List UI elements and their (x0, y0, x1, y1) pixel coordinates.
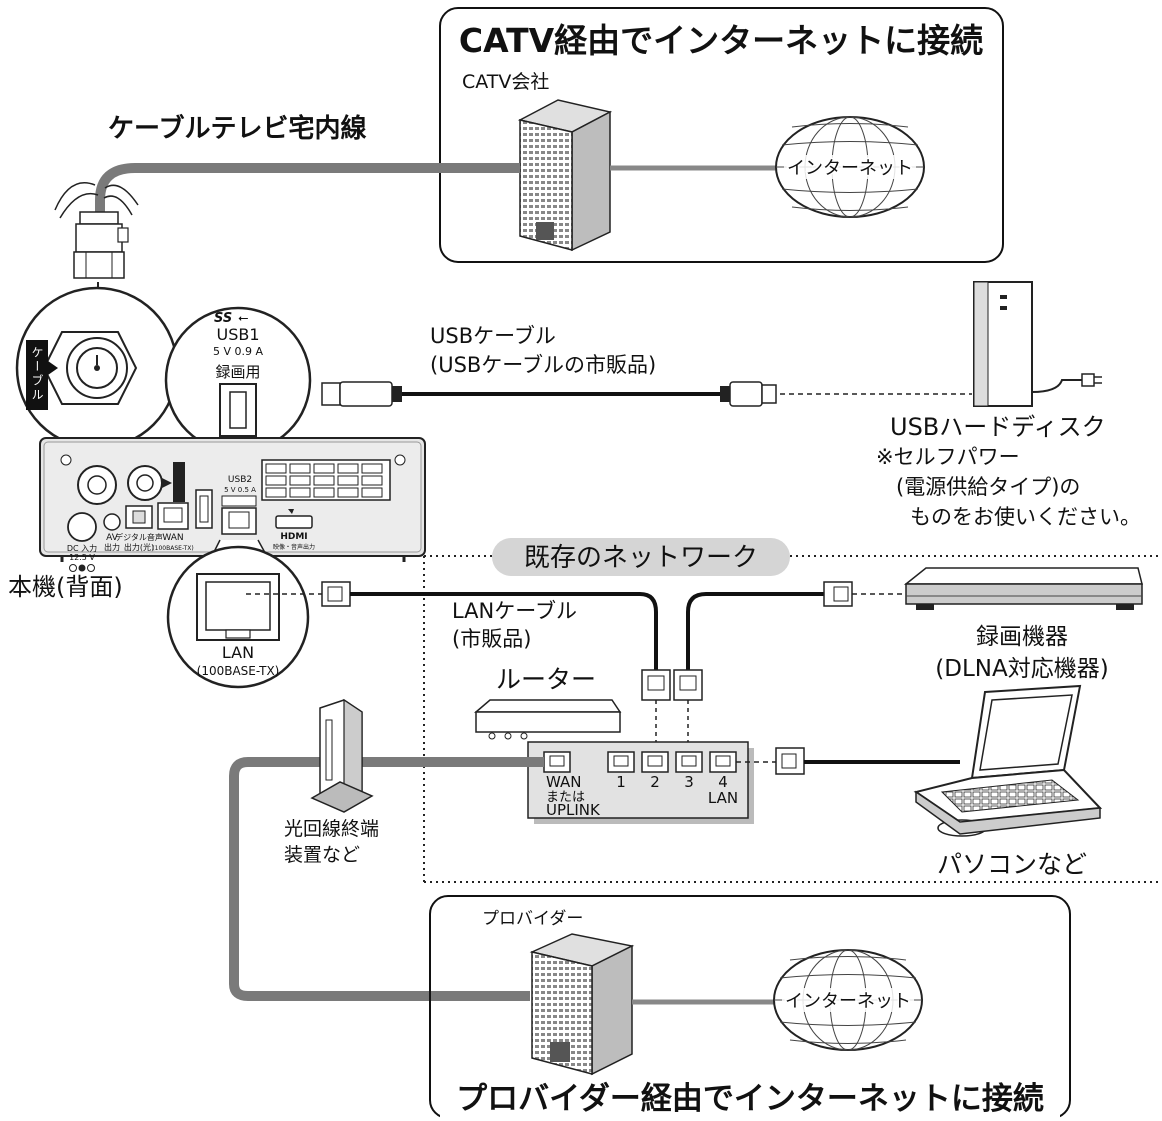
usb1-purpose: 録画用 (215, 363, 260, 381)
onu-label-1: 光回線終端 (284, 818, 379, 840)
hdmi-sub: 映像・音声出力 (273, 543, 315, 551)
router-port-2: 2 (650, 773, 660, 791)
unit-rear-panel: DC 入力 12.5 V AV 出力 デジタル音声 出力(光) WAN (100… (39, 437, 426, 572)
provider-server-building-icon (529, 933, 635, 1076)
rj45-plug-icon (321, 581, 351, 607)
cable-tv-label: ケーブルテレビ宅内線 (108, 113, 366, 144)
catv-title: CATV経由でインターネットに接続 (459, 21, 983, 60)
provider-company-label: プロバイダー (482, 909, 583, 929)
usb1-logo: SS (214, 311, 232, 326)
hdd-note-3: ものをお使いください。 (910, 505, 1141, 529)
pc-lan-cable (736, 747, 960, 775)
fiber-line (229, 757, 544, 1001)
router-wan-or: または (546, 790, 585, 805)
f-connector-icon (73, 211, 129, 279)
av-output-label: AV (106, 533, 119, 543)
cable-port-zoom: ケーブル (15, 286, 179, 479)
lan-port-label: LAN (222, 643, 254, 662)
catv-company-label: CATV会社 (462, 71, 549, 93)
existing-network-area: 既存のネットワーク (423, 538, 1162, 883)
hdd-note-2: (電源供給タイプ)の (896, 475, 1080, 499)
hdd-name: USBハードディスク (890, 413, 1106, 441)
router-uplink-label: UPLINK (546, 801, 601, 819)
lan-cables: LANケーブル (市販品) (246, 581, 906, 752)
router-wan-label: WAN (546, 773, 582, 791)
onu-device-icon (310, 698, 374, 813)
lan-port-zoom: LAN (100BASE-TX) (166, 539, 310, 689)
usb-cable: USBケーブル (USBケーブルの市販品) (321, 324, 972, 407)
existing-network-label: 既存のネットワーク (524, 543, 758, 573)
rj45-plug-icon (775, 747, 805, 775)
usb-cable-label-2: (USBケーブルの市販品) (430, 353, 656, 377)
catv-server-building-icon (517, 99, 613, 252)
av-output-sub: 出力 (104, 542, 120, 552)
lan-port-sub: (100BASE-TX) (197, 664, 280, 678)
hdd-note-1: ※セルフパワー (876, 445, 1020, 469)
catv-internet-globe-icon: インターネット (775, 116, 925, 218)
recorder-label-2: (DLNA対応機器) (935, 656, 1108, 682)
router-port-4: 4 (718, 773, 728, 791)
usb-cable-label-1: USBケーブル (430, 324, 556, 348)
router-icon (473, 699, 622, 740)
usb1-power: 5 V 0.9 A (213, 345, 264, 358)
provider-section: プロバイダー インターネット プロバイダー経由でインターネットに接続 (429, 895, 1071, 1120)
wan-port-sub: (100BASE-TX) (152, 545, 193, 552)
usb-b-plug-icon (720, 381, 777, 407)
cable-tv-line: ケーブルテレビ宅内線 (54, 113, 520, 330)
recorder-icon (903, 567, 1143, 610)
digital-audio-sub: 出力(光) (124, 542, 154, 552)
usb-a-plug-icon (321, 381, 402, 407)
laptop-icon (913, 684, 1103, 837)
digital-audio-label: デジタル音声 (115, 532, 163, 542)
router-port-3: 3 (684, 773, 694, 791)
wan-port-label: WAN (162, 533, 183, 543)
provider-title: プロバイダー経由でインターネットに接続 (456, 1081, 1044, 1117)
router-port-panel: WAN または UPLINK 1 2 3 4 LAN (527, 741, 754, 824)
onu-label-2: 装置など (284, 844, 360, 866)
usb-symbol-icon: ⭠ (238, 311, 248, 326)
usb1-name: USB1 (216, 325, 259, 344)
vent-grid (261, 459, 391, 501)
pc-label: パソコンなど (937, 850, 1087, 879)
usb2-power: 5 V 0.5 A (224, 486, 256, 494)
router-label: ルーター (496, 665, 596, 694)
provider-internet-label: インターネット (785, 991, 911, 1012)
usb2-name: USB2 (228, 475, 252, 485)
usb1-port-zoom: SS ⭠ USB1 5 V 0.9 A 録画用 (164, 306, 312, 477)
cable-port-label: ケーブル (30, 346, 44, 402)
lan-cable-label-1: LANケーブル (452, 599, 577, 623)
recorder-label-1: 録画機器 (976, 624, 1068, 650)
router-lan-label: LAN (708, 789, 738, 807)
provider-internet-globe-icon: インターネット (773, 949, 923, 1051)
hdmi-logo: HDMI (280, 532, 307, 542)
rj45-plug-icon (641, 669, 671, 701)
usb-hard-disk-icon (973, 281, 1102, 407)
catv-section: CATV経由でインターネットに接続 CATV会社 インターネット (439, 7, 1004, 263)
dc-input-voltage: 12.5 V (69, 553, 95, 562)
rj45-plug-icon (673, 669, 703, 701)
lan-cable-label-2: (市販品) (452, 627, 531, 651)
dc-input-label: DC 入力 (67, 543, 97, 553)
router-port-1: 1 (616, 773, 626, 791)
catv-internet-label: インターネット (787, 158, 913, 179)
unit-label: 本機(背面) (8, 573, 123, 601)
rj45-plug-icon (823, 581, 853, 607)
